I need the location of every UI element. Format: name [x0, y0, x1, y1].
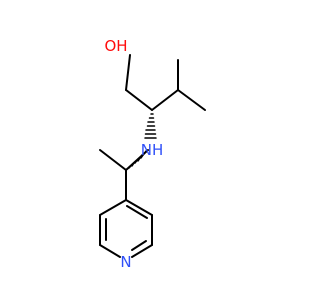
bond-ring-c5-c4	[99, 199, 127, 216]
hashed-wedge-chiral-n	[144, 113, 157, 139]
bond-ring-n-c6	[99, 244, 121, 258]
bond-ch2-chiral	[125, 89, 153, 111]
bond-ring-c4-c3	[125, 199, 153, 216]
atom-labels: OH NH N	[104, 37, 163, 271]
molecule-structure: OH NH N	[99, 37, 206, 271]
bond-ring-double-2	[131, 240, 147, 251]
bond-ring-c2-n	[131, 244, 153, 258]
hashed-wedge-n-ch	[128, 150, 147, 169]
bond-chiral-isopropyl	[151, 89, 179, 111]
atom-label-pyridine-nitrogen: N	[120, 253, 131, 271]
bond-o-ch2	[125, 54, 131, 91]
atom-label-amine: NH	[141, 141, 164, 159]
atom-label-hydroxyl: OH	[104, 37, 127, 55]
bond-ring-double-1	[126, 205, 148, 219]
bond-isopropyl-methyl-right	[177, 89, 206, 111]
stereo-bonds	[128, 113, 157, 169]
bond-ch-methyl	[99, 149, 127, 171]
